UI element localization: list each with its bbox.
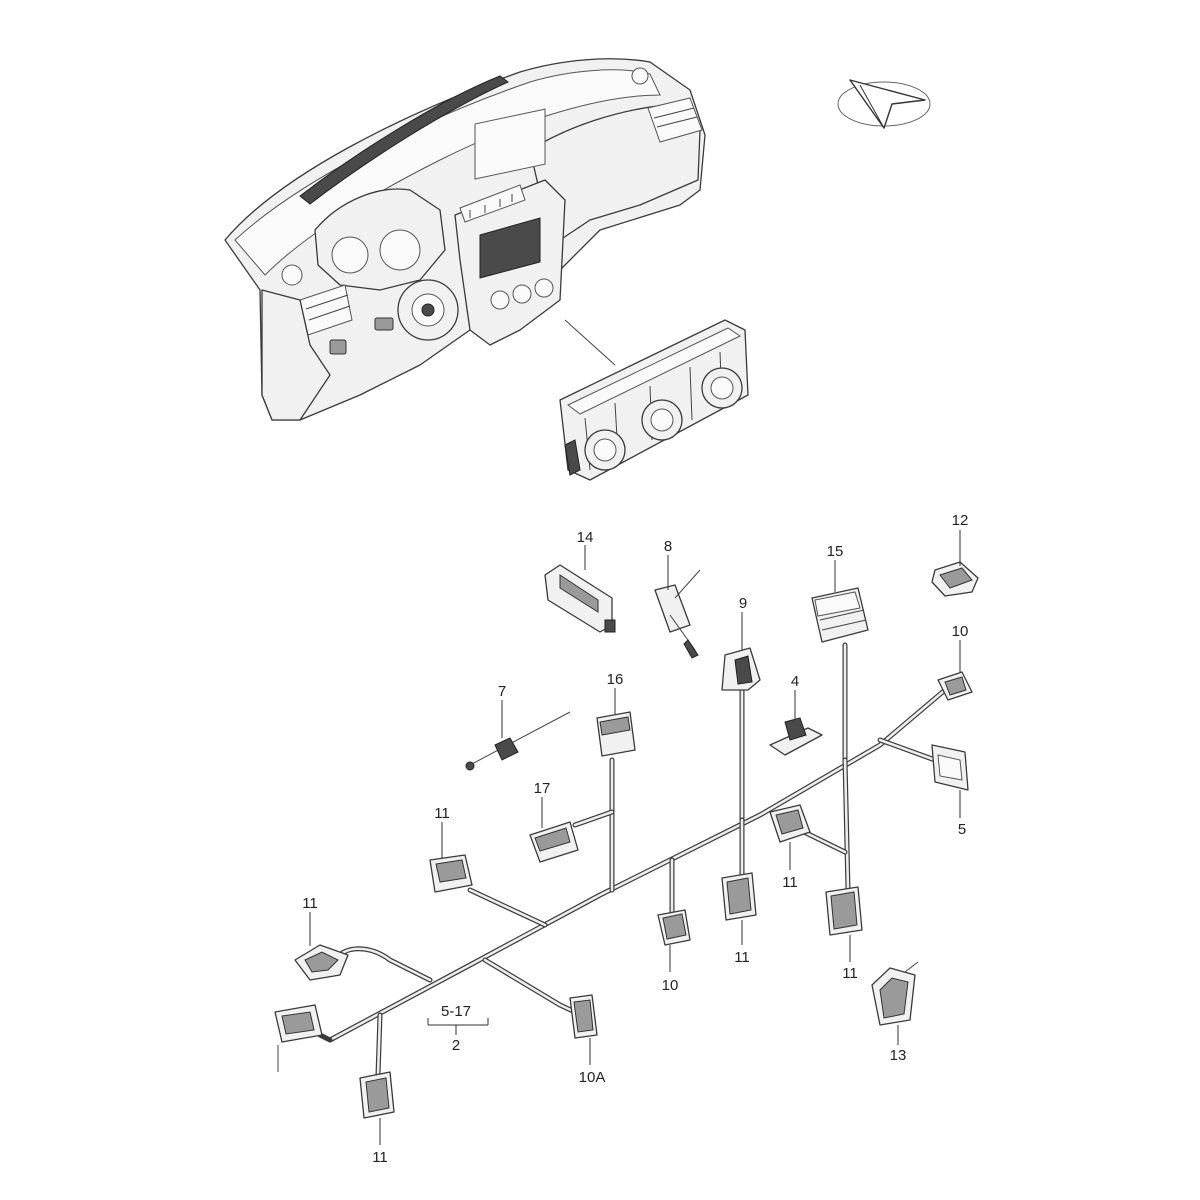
part-connector-far-left xyxy=(274,1004,323,1072)
part-4-bracket xyxy=(769,690,823,756)
part-11-connector-top-left xyxy=(429,822,473,893)
part-15-relay xyxy=(811,560,869,643)
range-bracket-5-17 xyxy=(427,1018,489,1035)
part-10-connector-bottom xyxy=(657,909,691,972)
label-15: 15 xyxy=(827,543,844,560)
part-16-connector xyxy=(596,688,636,757)
part-11-connector-bottom-left xyxy=(359,1071,395,1145)
label-10-bottom: 10 xyxy=(662,977,679,994)
part-11-connector-left xyxy=(294,912,349,981)
part-7-grommet xyxy=(465,700,571,771)
dashboard-illustration xyxy=(224,58,706,421)
label-9: 9 xyxy=(739,595,747,612)
wiring-harness xyxy=(317,642,958,1078)
part-14-control-unit xyxy=(544,545,616,633)
label-10a: 10A xyxy=(579,1069,606,1086)
part-11-connector-center xyxy=(721,872,757,945)
part-11-connector-right xyxy=(825,886,863,962)
orientation-arrow-icon xyxy=(837,79,931,129)
part-11-connector-mid xyxy=(769,804,811,870)
part-10-connector-right xyxy=(937,640,973,701)
part-5-bracket xyxy=(931,744,969,818)
label-14: 14 xyxy=(577,529,594,546)
label-12: 12 xyxy=(952,512,969,529)
part-8-sensor xyxy=(654,555,701,659)
label-7: 7 xyxy=(498,683,506,700)
label-2: 2 xyxy=(452,1037,460,1054)
part-12-module xyxy=(931,530,979,597)
label-4: 4 xyxy=(791,673,799,690)
label-5: 5 xyxy=(958,821,966,838)
part-17-connector xyxy=(529,797,579,863)
part-9-connector xyxy=(721,612,761,691)
label-16: 16 xyxy=(607,671,624,688)
label-13: 13 xyxy=(890,1047,907,1064)
label-17: 17 xyxy=(534,780,551,797)
climate-control-panel xyxy=(559,319,749,481)
label-11-mid: 11 xyxy=(782,874,798,891)
label-11-bottom-left: 11 xyxy=(372,1149,388,1166)
label-11-right: 11 xyxy=(842,965,858,982)
label-5-17: 5-17 xyxy=(441,1003,471,1020)
label-11-top-left: 11 xyxy=(434,805,450,822)
part-10a-connector xyxy=(569,994,598,1065)
part-13-module xyxy=(871,961,919,1045)
label-10-right: 10 xyxy=(952,623,969,640)
label-11-left: 11 xyxy=(302,895,318,912)
label-8: 8 xyxy=(664,538,672,555)
label-11-center: 11 xyxy=(734,949,750,966)
